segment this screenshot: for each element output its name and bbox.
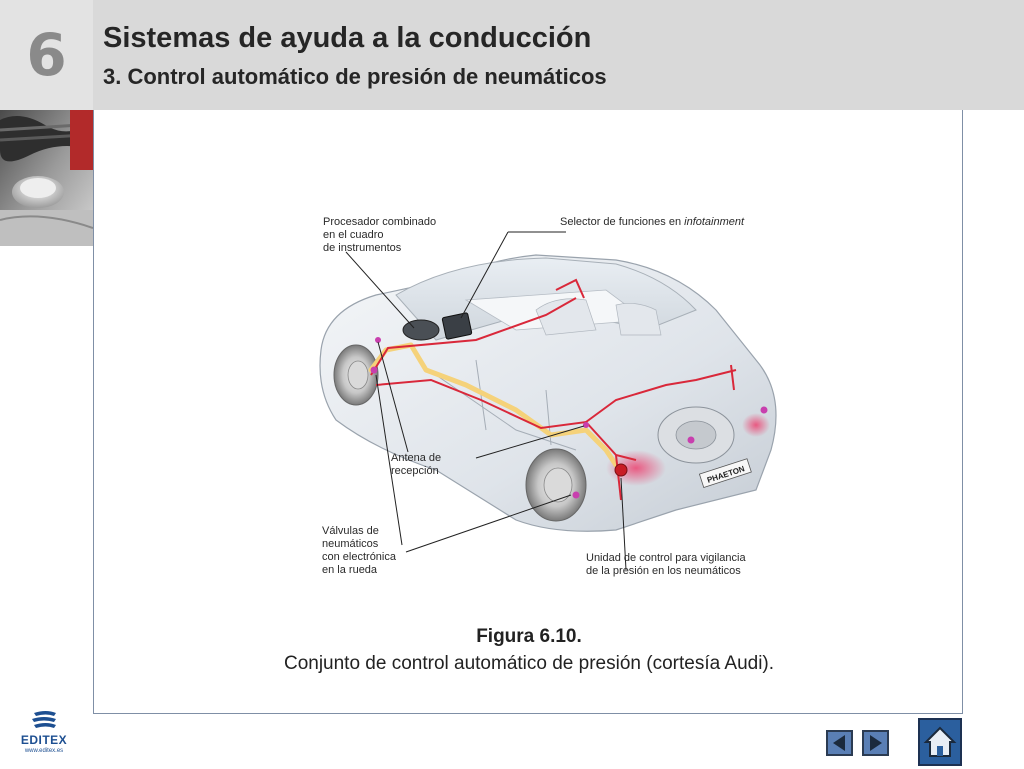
editex-logo-url: www.editex.es [24, 748, 64, 754]
header-bar: Sistemas de ayuda a la conducción 3. Con… [93, 0, 1024, 110]
page-subtitle: 3. Control automático de presión de neum… [103, 64, 607, 89]
home-button[interactable] [918, 718, 962, 766]
editex-logo: EDITEX www.editex.es [16, 709, 76, 759]
label-control-unit: Unidad de control para vigilancia de la … [586, 552, 746, 577]
chapter-number-box: 6 [0, 0, 93, 110]
editex-logo-mark [32, 711, 56, 728]
page-title: Sistemas de ayuda a la conducción [103, 22, 592, 54]
previous-slide-button[interactable] [826, 730, 853, 756]
next-slide-button[interactable] [862, 730, 889, 756]
label-valves: Válvulas de neumáticos con electrónica e… [322, 525, 396, 576]
triangle-right-icon [870, 735, 882, 751]
label-antenna: Antena de recepción [391, 452, 442, 477]
label-selector: Selector de funciones en infotainment [560, 216, 745, 228]
chapter-number: 6 [26, 21, 67, 89]
side-decorative-photo [0, 110, 93, 246]
editex-logo-wordmark: EDITEX [20, 733, 68, 747]
label-processor: Procesador combinado en el cuadro de ins… [323, 216, 437, 254]
triangle-left-icon [833, 735, 845, 751]
car-illustration: PHAETON [319, 231, 777, 571]
content-frame: PHAETON [93, 110, 963, 714]
house-icon [923, 726, 957, 757]
figure-caption-text: Conjunto de control automático de presió… [283, 653, 775, 674]
figure-caption-title: Figura 6.10. [476, 626, 582, 647]
car-tpms-diagram: PHAETON [316, 200, 786, 620]
